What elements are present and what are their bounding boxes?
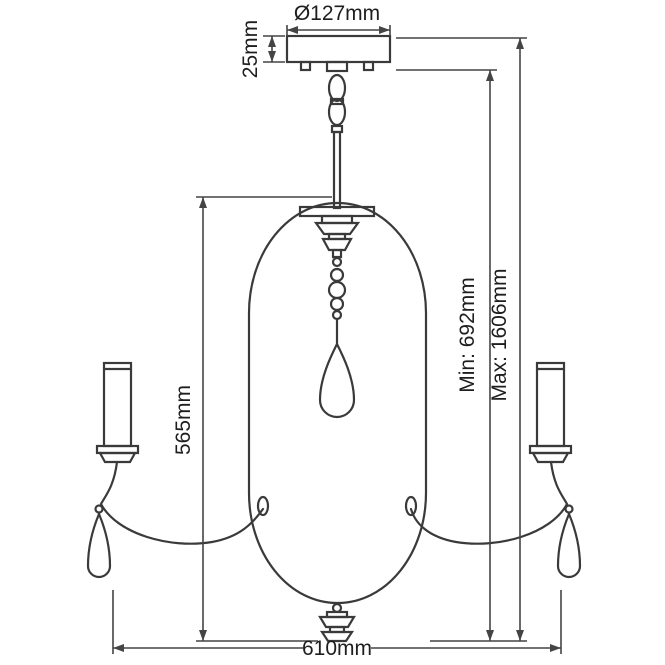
- center-beads: [327, 256, 347, 346]
- frame-left-lug: [256, 495, 270, 517]
- dim-canopy-height: 25mm: [239, 20, 285, 78]
- dim-max-height: Max: 1606mm: [396, 37, 527, 642]
- center-teardrop: [318, 341, 356, 419]
- diameter-label: Ø127mm: [294, 2, 380, 25]
- bottom-finial: [318, 602, 356, 643]
- right-candle: [528, 361, 573, 464]
- dim-frame-height: 565mm: [172, 196, 332, 642]
- max-height-label: Max: 1606mm: [488, 268, 511, 401]
- frame-height-label: 565mm: [172, 385, 195, 455]
- frame-right-lug: [404, 495, 418, 517]
- right-teardrop: [556, 504, 582, 579]
- dim-min-height: Min: 692mm: [396, 69, 497, 641]
- right-arm: [409, 460, 569, 545]
- hanging-rod: [332, 130, 342, 210]
- suspension-chain: [327, 73, 347, 134]
- left-arm: [99, 460, 265, 545]
- canopy-height-label: 25mm: [239, 20, 262, 78]
- ceiling-canopy: [285, 34, 392, 73]
- min-height-label: Min: 692mm: [456, 277, 479, 393]
- left-teardrop: [86, 504, 112, 579]
- center-finial: [313, 214, 361, 259]
- left-candle: [95, 361, 140, 464]
- width-label: 610mm: [302, 637, 372, 660]
- dim-width: 610mm: [112, 590, 562, 660]
- dim-diameter: Ø127mm: [286, 2, 391, 36]
